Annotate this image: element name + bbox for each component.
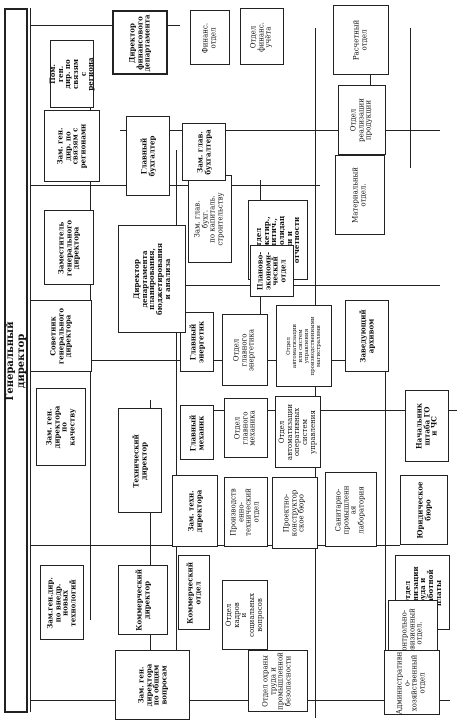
- otdel-glav-energ-box: Отдел главного энергетика: [222, 314, 268, 386]
- raschet-otdel-box: Расчетный отдел: [333, 5, 389, 75]
- otdel-avtom-oper-box: Отдел автоматизации оперативных систем у…: [275, 396, 321, 468]
- connector: [410, 28, 412, 168]
- proekt-konstr-box: Проектно- конструктор ское бюро: [272, 477, 318, 549]
- zam-regiony-box: Зам. ген. дир. по связям с регионами: [44, 110, 100, 182]
- dir-fin-box: Директор финансового департамента: [112, 10, 168, 75]
- connector: [120, 130, 440, 132]
- kommerch-dir-box: Коммерческий директор: [118, 565, 168, 635]
- proizv-tech-box: Производств енно- технический отдел: [224, 477, 268, 547]
- pom-regiony-box: Пом. ген. дир. по связям с региона: [48, 40, 95, 108]
- zam-obshie-box: Зам. ген. директора по общим вопросам: [115, 650, 190, 720]
- kommerch-otdel-box: Коммерческий отдел: [178, 555, 210, 630]
- connector: [30, 185, 320, 187]
- otdel-avtom-proizv-box: Отдел автоматизации или систем управлени…: [276, 305, 332, 387]
- general-director-label: Генеральный директор: [5, 320, 27, 401]
- plan-econom-box: Планово- экономи- ческий отдел: [250, 245, 294, 297]
- dir-plan-box: Директор департамента планирования, бюдж…: [118, 225, 186, 333]
- connector: [200, 410, 457, 412]
- tech-dir-box: Технический директор: [118, 408, 162, 513]
- glav-mehanik-box: Главный механик: [180, 405, 214, 460]
- connector: [30, 700, 450, 702]
- zam-tech-box: Зам. техн. директора: [172, 475, 218, 547]
- zam-glav-buh-stroy-box: Зам. глав. бухг. по капиталь. строительс…: [188, 175, 232, 263]
- zam-gen-dir-box: Заместитель генерального директора: [44, 210, 94, 285]
- otdel-ohrany-box: Отдел охраны труда и промышленной безопа…: [248, 650, 308, 712]
- connector: [176, 150, 178, 670]
- zam-new-tech-box: Зам.ген.дир. по внедр. новых технологий: [40, 565, 84, 640]
- otdel-kadrov-box: Отдел кадров и социальных вопросов: [222, 580, 268, 650]
- glav-buh-box: Главный бухгалтер: [126, 116, 170, 196]
- otdel-glav-meh-box: Отдел главного механика: [224, 398, 268, 458]
- material-otdel-box: Материальный отдел.: [335, 155, 385, 235]
- otdel-realiz-box: Отдел реализации продукции: [338, 85, 386, 155]
- sanit-lab-box: Санитарно- промышленн ая лаборатория: [325, 472, 377, 547]
- connector: [150, 400, 152, 700]
- admin-hoz-box: Административн о-хозяйственный отдел: [384, 650, 440, 715]
- zam-glav-buh-box: Зам. глав. бухгалтера: [182, 123, 226, 181]
- sovetnik-box: Советник генерального директора: [30, 300, 92, 372]
- nach-go-box: Начальник штаба ГО и ЧС: [405, 390, 449, 462]
- zaved-arhiv-box: Заведующий архивом: [345, 300, 389, 372]
- otdel-fin-ucheta-box: Отдел финанс. учёта: [240, 8, 284, 65]
- yur-buro-box: Юридическое бюро: [400, 475, 448, 545]
- general-director-box: Генеральный директор: [4, 8, 28, 713]
- finans-otdel-box: Финанс. отдел: [190, 10, 230, 65]
- connector: [30, 25, 180, 27]
- zam-kachestvo-box: Зам. ген. директора по качеству: [36, 388, 86, 466]
- connector: [385, 300, 387, 700]
